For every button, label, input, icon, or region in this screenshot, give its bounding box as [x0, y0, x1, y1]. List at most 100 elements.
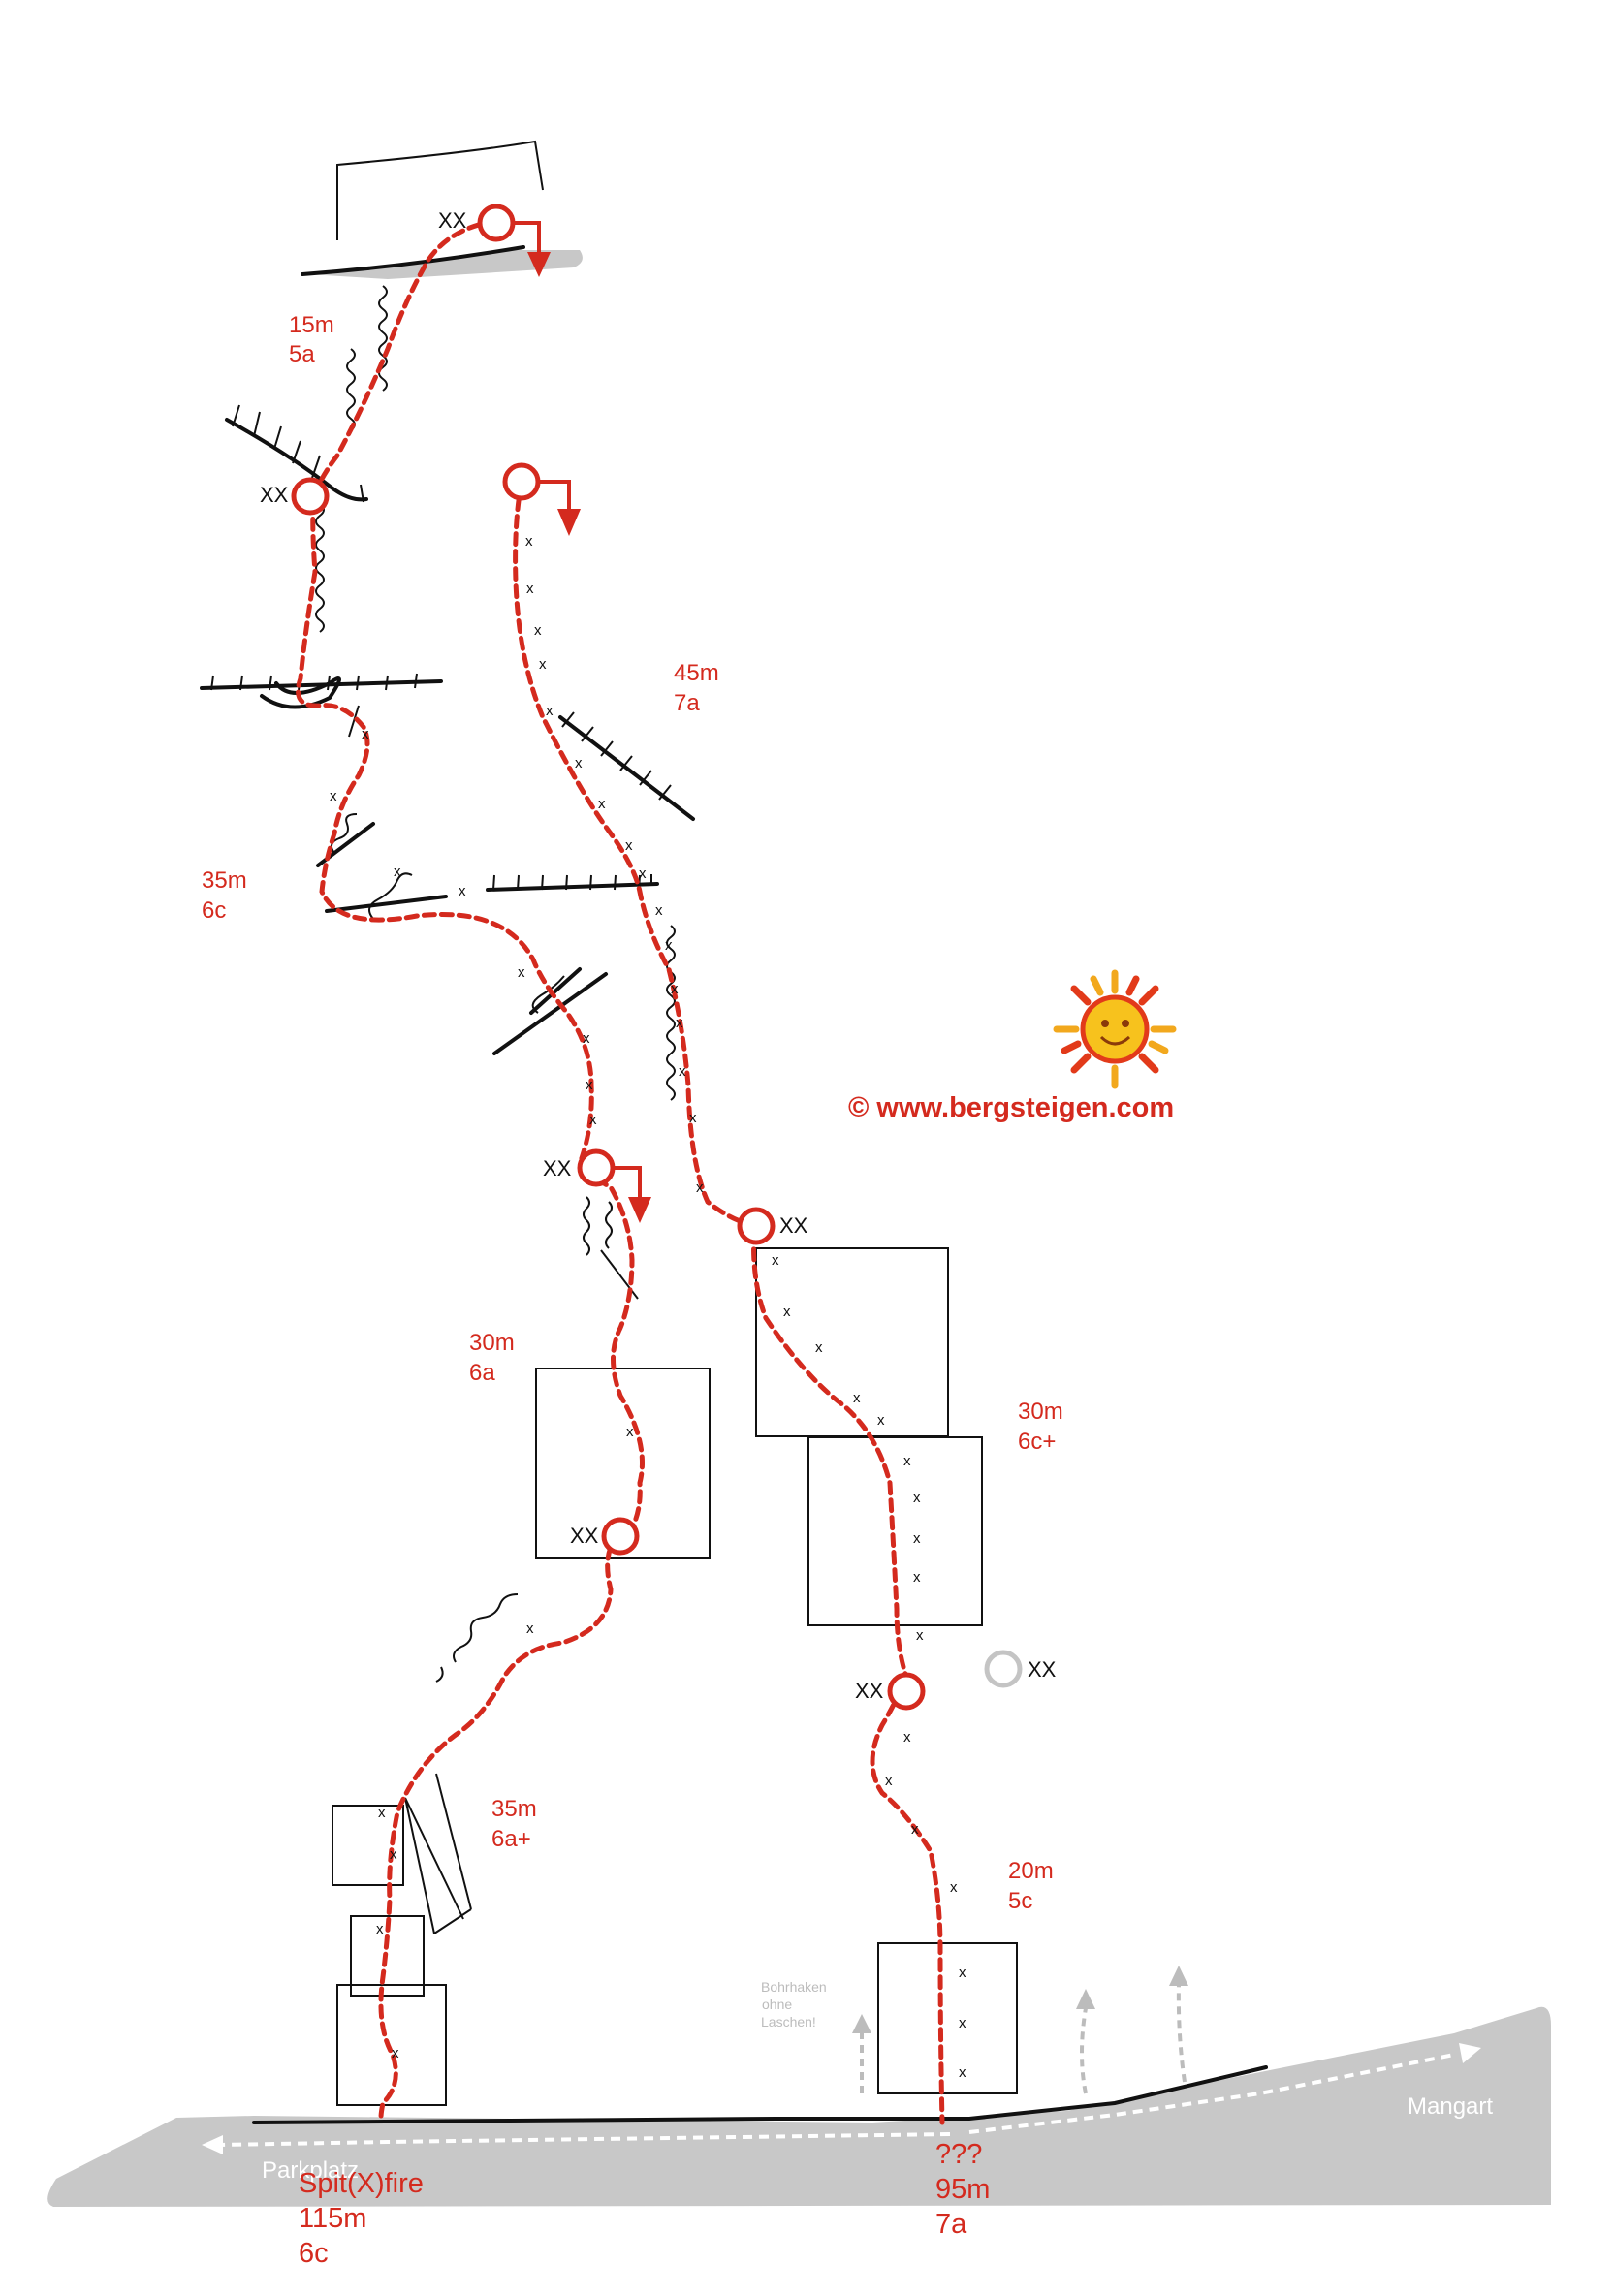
- svg-text:x: x: [378, 1805, 386, 1821]
- svg-text:x: x: [589, 1112, 597, 1128]
- svg-text:6c+: 6c+: [1018, 1429, 1056, 1455]
- svg-text:35m: 35m: [491, 1796, 537, 1822]
- svg-text:6c: 6c: [202, 897, 226, 924]
- approach-path-mangart: [968, 2053, 1455, 2134]
- pitch-label-top: 15m 5a: [289, 312, 334, 367]
- svg-text:5a: 5a: [289, 341, 315, 367]
- svg-text:x: x: [539, 656, 547, 673]
- belay-station: [502, 462, 541, 501]
- svg-text:x: x: [885, 1773, 893, 1789]
- svg-text:XX: XX: [570, 1524, 599, 1548]
- summit-rock-outline: [336, 140, 544, 240]
- svg-text:x: x: [583, 1030, 590, 1047]
- rappel-arrow-icon: [538, 480, 581, 536]
- summit-ledge: [308, 250, 583, 279]
- svg-text:6a: 6a: [469, 1360, 495, 1386]
- label-parking: Parkplatz: [262, 2157, 359, 2184]
- svg-text:45m: 45m: [674, 660, 719, 686]
- svg-text:x: x: [913, 1569, 921, 1586]
- svg-text:20m: 20m: [1008, 1858, 1054, 1884]
- pitch-label-30m-6a: 30m 6a: [469, 1330, 515, 1386]
- svg-text:x: x: [526, 1620, 534, 1637]
- svg-text:x: x: [911, 1821, 919, 1838]
- pitch-label-35m-6c: 35m 6c: [202, 867, 247, 924]
- svg-text:115m: 115m: [299, 2203, 366, 2234]
- svg-text:x: x: [913, 1490, 921, 1506]
- svg-text:30m: 30m: [1018, 1399, 1063, 1425]
- svg-text:x: x: [639, 865, 647, 882]
- svg-text:7a: 7a: [674, 690, 700, 716]
- svg-text:x: x: [913, 1530, 921, 1547]
- svg-text:x: x: [676, 1015, 683, 1031]
- svg-text:x: x: [525, 533, 533, 550]
- svg-text:x: x: [376, 1921, 384, 1937]
- rappel-arrow-icon: [513, 221, 551, 277]
- credit-text: © www.bergsteigen.com: [848, 1092, 1174, 1123]
- svg-text:???: ???: [935, 2139, 982, 2170]
- belay-station: [887, 1672, 926, 1711]
- svg-text:30m: 30m: [469, 1330, 515, 1356]
- grey-arrow-icon: [1076, 1989, 1095, 2009]
- svg-text:XX: XX: [260, 483, 289, 507]
- svg-text:x: x: [392, 2045, 399, 2061]
- svg-text:XX: XX: [1028, 1657, 1057, 1682]
- svg-text:35m: 35m: [202, 867, 247, 894]
- svg-text:x: x: [950, 1879, 958, 1896]
- belay-station: [737, 1207, 776, 1245]
- route-unknown: [513, 479, 945, 2125]
- summit-ledge-line: [301, 245, 525, 276]
- svg-text:x: x: [671, 981, 679, 997]
- svg-text:x: x: [518, 964, 525, 981]
- label-mangart: Mangart: [1408, 2093, 1493, 2120]
- rock-features: [200, 285, 695, 1934]
- svg-text:x: x: [689, 1110, 697, 1126]
- svg-text:x: x: [903, 1453, 911, 1469]
- note-line-3: Laschen!: [761, 2014, 816, 2029]
- svg-text:x: x: [655, 902, 663, 919]
- svg-text:x: x: [625, 837, 633, 854]
- pitch-label-35m-6aplus: 35m 6a+: [491, 1796, 537, 1852]
- belay-station: [291, 477, 330, 516]
- svg-text:XX: XX: [438, 208, 467, 233]
- ground-line: [252, 2065, 1268, 2124]
- svg-text:XX: XX: [855, 1679, 884, 1703]
- pitch-label-45m-7a: 45m 7a: [674, 660, 719, 716]
- unequipped-bolt-arrows: [860, 1984, 1187, 2094]
- bolt-marks: x x x x x x x x x x x x x x x x x x x x …: [330, 533, 966, 2081]
- svg-text:x: x: [526, 581, 534, 597]
- route-label-spitxfire: Spit(X)fire 115m 6c: [299, 2168, 424, 2269]
- pitch-label-30m-6cplus: 30m 6c+: [1018, 1399, 1063, 1455]
- svg-text:6c: 6c: [299, 2238, 329, 2269]
- ground-area: [48, 2006, 1552, 2207]
- svg-text:x: x: [394, 864, 401, 880]
- svg-text:6a+: 6a+: [491, 1826, 531, 1852]
- belay-station: [577, 1148, 616, 1187]
- svg-text:x: x: [390, 1846, 397, 1863]
- svg-text:x: x: [665, 937, 673, 954]
- svg-text:5c: 5c: [1008, 1888, 1032, 1914]
- svg-text:x: x: [696, 1179, 704, 1196]
- grey-arrow-icon: [852, 2014, 871, 2033]
- note-line-2: ohne: [762, 1997, 792, 2012]
- svg-text:x: x: [959, 2015, 966, 2031]
- arrow-left-icon: [202, 2135, 223, 2154]
- svg-text:x: x: [575, 755, 583, 771]
- svg-text:7a: 7a: [935, 2209, 967, 2240]
- svg-text:x: x: [679, 1063, 686, 1080]
- svg-text:x: x: [459, 883, 466, 899]
- svg-text:x: x: [772, 1252, 779, 1269]
- svg-text:x: x: [546, 703, 554, 719]
- svg-text:x: x: [534, 622, 542, 639]
- svg-text:x: x: [853, 1390, 861, 1406]
- grey-arrow-icon: [1169, 1966, 1188, 1986]
- svg-text:95m: 95m: [935, 2174, 990, 2205]
- svg-text:x: x: [626, 1424, 634, 1440]
- rappel-arrow-icon: [613, 1166, 651, 1223]
- rock-slabs: [332, 1247, 1018, 2106]
- svg-text:Spit(X)fire: Spit(X)fire: [299, 2168, 424, 2199]
- svg-text:x: x: [330, 788, 337, 804]
- svg-text:x: x: [783, 1304, 791, 1320]
- belay-stations: [291, 204, 1023, 1711]
- belay-station: [601, 1517, 640, 1556]
